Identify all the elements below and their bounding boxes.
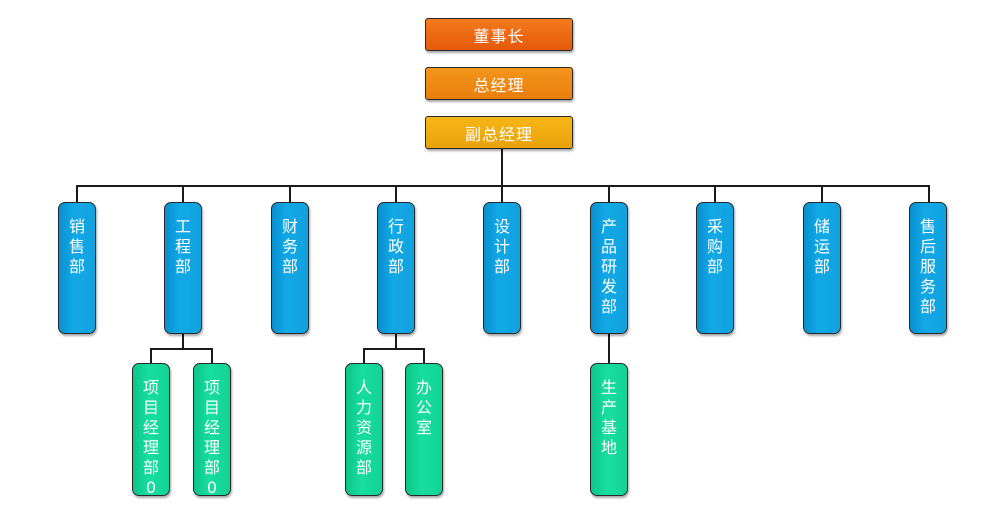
connector-dept-drop bbox=[608, 185, 610, 202]
connector-sub-drop bbox=[150, 348, 152, 364]
connector-dept-drop bbox=[289, 185, 291, 202]
connector-dept-drop bbox=[395, 185, 397, 202]
department-box-logistics[interactable]: 储运部 bbox=[803, 202, 841, 334]
department-label: 产品研发部 bbox=[600, 217, 617, 316]
connector-dept-drop bbox=[714, 185, 716, 202]
general-manager-label: 总经理 bbox=[473, 75, 525, 95]
connector-sub-stem bbox=[182, 333, 184, 349]
connector-dept-drop bbox=[928, 185, 930, 202]
sub-department-label: 人力资源部 bbox=[355, 378, 372, 477]
connector-exec-spine bbox=[501, 148, 503, 186]
connector-dept-drop bbox=[76, 185, 78, 202]
sub-department-label: 项目经理部01 bbox=[142, 378, 159, 517]
sub-department-box-office[interactable]: 办公室 bbox=[405, 363, 443, 496]
general-manager-box[interactable]: 总经理 bbox=[425, 67, 573, 100]
department-label: 采购部 bbox=[706, 217, 723, 276]
connector-sub-stem bbox=[395, 333, 397, 349]
chairman-label: 董事长 bbox=[473, 26, 525, 46]
connector-sub-drop bbox=[423, 348, 425, 364]
department-box-sales[interactable]: 销售部 bbox=[58, 202, 96, 334]
connector-sub-bus bbox=[363, 348, 425, 350]
sub-department-label: 项目经理部02 bbox=[203, 378, 220, 517]
department-box-product-rd[interactable]: 产品研发部 bbox=[590, 202, 628, 334]
connector-sub-drop bbox=[363, 348, 365, 364]
sub-department-box-production-base[interactable]: 生产基地 bbox=[590, 363, 628, 496]
sub-department-box-hr[interactable]: 人力资源部 bbox=[345, 363, 383, 496]
connector-dept-drop bbox=[501, 185, 503, 202]
sub-department-label: 办公室 bbox=[415, 378, 432, 437]
connector-dept-drop bbox=[182, 185, 184, 202]
department-box-engineering[interactable]: 工程部 bbox=[164, 202, 202, 334]
department-box-finance[interactable]: 财务部 bbox=[271, 202, 309, 334]
department-box-administration[interactable]: 行政部 bbox=[377, 202, 415, 334]
department-label: 工程部 bbox=[174, 217, 191, 276]
deputy-general-manager-label: 副总经理 bbox=[464, 124, 533, 144]
chairman-box[interactable]: 董事长 bbox=[425, 18, 573, 51]
department-label: 设计部 bbox=[493, 217, 510, 276]
connector-sub-stem bbox=[608, 333, 610, 364]
deputy-general-manager-box[interactable]: 副总经理 bbox=[425, 116, 573, 149]
connector-dept-bus bbox=[76, 185, 930, 187]
department-label: 售后服务部 bbox=[919, 217, 936, 316]
connector-sub-drop bbox=[211, 348, 213, 364]
department-label: 销售部 bbox=[68, 217, 85, 276]
department-label: 财务部 bbox=[281, 217, 298, 276]
connector-dept-drop bbox=[821, 185, 823, 202]
department-box-design[interactable]: 设计部 bbox=[483, 202, 521, 334]
department-label: 储运部 bbox=[813, 217, 830, 276]
department-label: 行政部 bbox=[387, 217, 404, 276]
sub-department-label: 生产基地 bbox=[600, 378, 617, 457]
sub-department-box-project-02[interactable]: 项目经理部02 bbox=[193, 363, 231, 517]
department-box-after-sales[interactable]: 售后服务部 bbox=[909, 202, 947, 334]
sub-department-box-project-01[interactable]: 项目经理部01 bbox=[132, 363, 170, 517]
department-box-purchasing[interactable]: 采购部 bbox=[696, 202, 734, 334]
connector-sub-bus bbox=[150, 348, 213, 350]
